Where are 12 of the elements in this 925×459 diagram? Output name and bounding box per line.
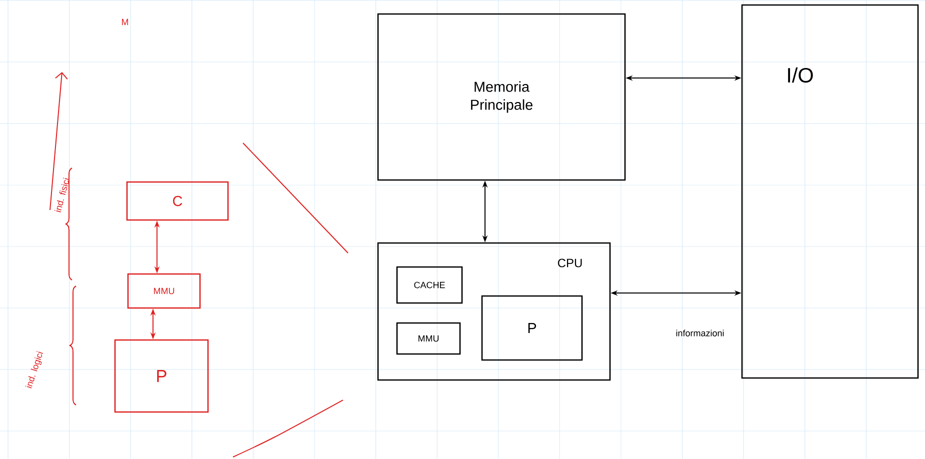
handwritten-note: M [122,18,128,26]
box: CACHE [396,266,463,304]
box: MMU [396,322,461,355]
sketch-box: MMU [127,273,201,309]
box: P [481,295,583,361]
box: I/O [741,4,919,379]
handwritten-note: ind. logici [25,351,43,388]
sketch-box: P [114,339,209,413]
edge-label: informazioni [676,330,724,336]
sketch-box: C [126,181,229,221]
handwritten-note: ind. fisici [54,178,70,212]
box: Memoria Principale [377,13,626,181]
